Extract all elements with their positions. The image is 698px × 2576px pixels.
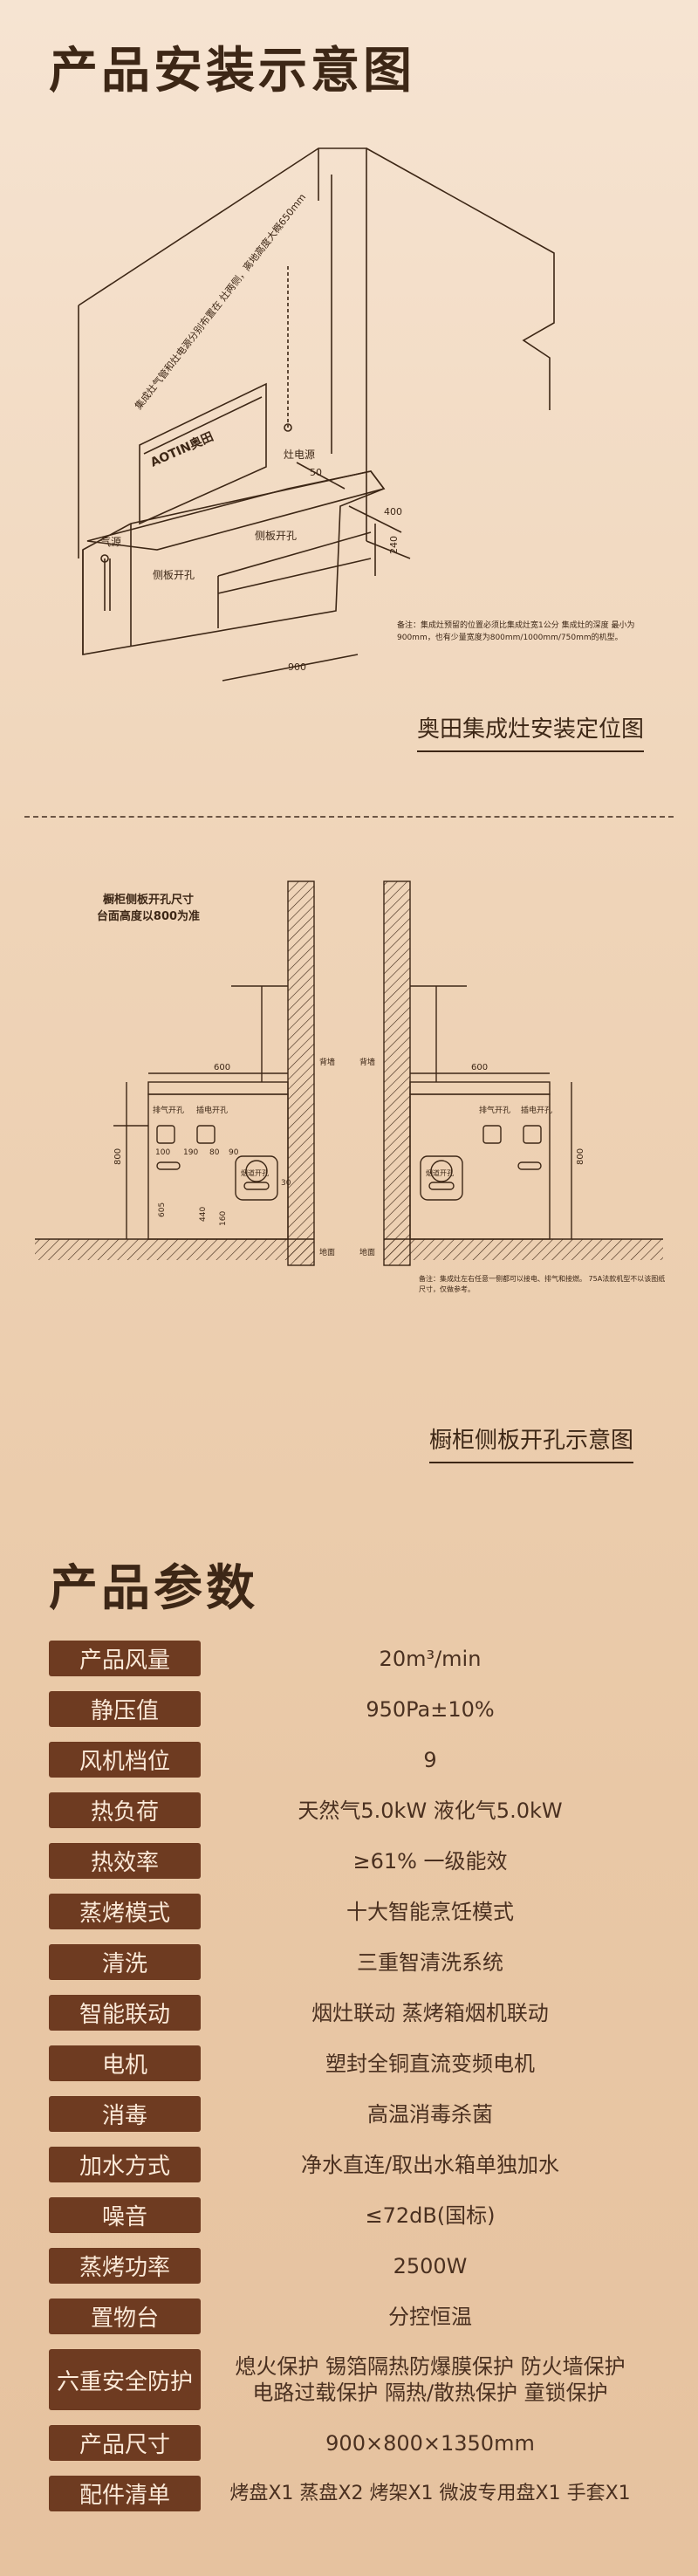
left-dim-80: 80 xyxy=(209,1148,220,1157)
param-value: 20m³/min xyxy=(379,1646,482,1671)
left-dim-600: 600 xyxy=(214,1063,230,1072)
param-label: 加水方式 xyxy=(49,2147,201,2182)
param-row: 静压值 950Pa±10% xyxy=(49,1691,660,1727)
left-dim-100: 100 xyxy=(155,1148,170,1157)
param-label: 风机档位 xyxy=(49,1742,201,1778)
param-label: 蒸烤模式 xyxy=(49,1894,201,1929)
param-row: 六重安全防护熄火保护 锡箔隔热防爆膜保护 防火墙保护电路过载保护 隔热/散热保护… xyxy=(49,2349,660,2410)
param-row: 电机 塑封全铜直流变频电机 xyxy=(49,2045,660,2081)
param-value: ≤72dB(国标) xyxy=(365,2203,496,2228)
right-smoke-hole: 烟道开孔 xyxy=(426,1168,454,1177)
param-value-line1: 熄火保护 锡箔隔热防爆膜保护 防火墙保护 xyxy=(235,2354,626,2379)
label-side-hole-left: 侧板开孔 xyxy=(153,569,195,581)
left-dim-190: 190 xyxy=(183,1148,198,1157)
right-dim-800: 800 xyxy=(576,1148,585,1165)
param-label: 产品风量 xyxy=(49,1641,201,1676)
right-floor: 地面 xyxy=(359,1247,375,1257)
param-value: 9 xyxy=(423,1747,437,1772)
param-value: 十大智能烹饪模式 xyxy=(346,1899,514,1924)
param-row: 清洗 三重智清洗系统 xyxy=(49,1944,660,1980)
param-row: 热负荷 天然气5.0kW 液化气5.0kW xyxy=(49,1792,660,1828)
param-row: 产品尺寸 900×800×1350mm xyxy=(49,2425,660,2461)
param-value: 2500W xyxy=(393,2253,468,2278)
param-label: 静压值 xyxy=(49,1691,201,1727)
heading-line1: 橱柜侧板开孔尺寸 xyxy=(103,893,194,907)
param-label: 配件清单 xyxy=(49,2476,201,2511)
param-label: 产品尺寸 xyxy=(49,2425,201,2461)
param-value: 三重智清洗系统 xyxy=(357,1949,503,1975)
left-smoke-hole: 烟道开孔 xyxy=(241,1168,269,1177)
right-dim-600: 600 xyxy=(471,1063,488,1072)
param-label: 六重安全防护 xyxy=(49,2349,201,2410)
param-row: 热效率 ≥61% 一级能效 xyxy=(49,1843,660,1879)
right-back-wall: 背墙 xyxy=(359,1057,375,1067)
label-socket-note: 集成灶气管和灶电源分别布置在 灶两侧，离地高度大概650mm xyxy=(132,191,308,412)
param-label: 清洗 xyxy=(49,1944,201,1980)
label-stove-power: 灶电源 xyxy=(284,449,315,461)
param-label: 智能联动 xyxy=(49,1995,201,2031)
param-value: 烟灶联动 蒸烤箱烟机联动 xyxy=(311,2000,549,2025)
section-divider xyxy=(24,816,674,818)
right-exhaust-hole: 排气开孔 xyxy=(479,1105,510,1115)
side-panel-diagram: 橱柜侧板开孔尺寸 台面高度以800为准 600 排气开孔 插电开孔 100 19… xyxy=(35,880,666,1293)
param-label: 电机 xyxy=(49,2045,201,2081)
left-back-wall: 背墙 xyxy=(319,1057,335,1067)
dim-50: 50 xyxy=(310,467,322,478)
side-panel-note: 备注：集成灶左右任意一侧都可以接电、排气和接燃。 75A法款机型不以该图纸尺寸，… xyxy=(419,1275,666,1293)
param-row: 配件清单 烤盘X1 蒸盘X2 烤架X1 微波专用盘X1 手套X1 xyxy=(49,2476,660,2511)
caption-install: 奥田集成灶安装定位图 xyxy=(417,711,645,752)
param-value: 分控恒温 xyxy=(388,2304,472,2329)
param-value: 900×800×1350mm xyxy=(325,2430,535,2456)
param-value: 高温消毒杀菌 xyxy=(367,2101,493,2127)
param-value: 天然气5.0kW 液化气5.0kW xyxy=(298,1798,563,1823)
dim-240: 240 xyxy=(388,536,400,554)
param-row: 置物台 分控恒温 xyxy=(49,2299,660,2334)
param-row: 风机档位 9 xyxy=(49,1742,660,1778)
left-floor: 地面 xyxy=(319,1247,335,1257)
left-dim-440: 440 xyxy=(199,1207,208,1222)
param-value: 净水直连/取出水箱单独加水 xyxy=(300,2152,560,2177)
install-note: 备注：集成灶预留的位置必须比集成灶宽1公分 集成灶的深度 最小为900mm，也有… xyxy=(397,621,635,642)
install-diagram: AOTIN奥田 集成灶气管和灶电源分别布置在 灶两侧，离地高度大概650mm 气… xyxy=(78,147,635,682)
dim-900: 900 xyxy=(288,661,306,673)
section-title-params: 产品参数 xyxy=(49,1559,258,1617)
param-label: 置物台 xyxy=(49,2299,201,2334)
param-value-line2: 电路过载保护 隔热/散热保护 童锁保护 xyxy=(252,2381,608,2405)
caption-side-panel: 橱柜侧板开孔示意图 xyxy=(429,1422,634,1463)
param-label: 消毒 xyxy=(49,2096,201,2132)
param-row: 智能联动 烟灶联动 蒸烤箱烟机联动 xyxy=(49,1995,660,2031)
param-value: 熄火保护 锡箔隔热防爆膜保护 防火墙保护电路过载保护 隔热/散热保护 童锁保护 xyxy=(201,2353,660,2406)
param-value: 950Pa±10% xyxy=(366,1696,495,1722)
label-side-hole-right: 侧板开孔 xyxy=(255,530,297,542)
label-gas-source: 气源 xyxy=(100,535,121,548)
param-label: 热效率 xyxy=(49,1843,201,1879)
param-row: 消毒 高温消毒杀菌 xyxy=(49,2096,660,2132)
param-label: 噪音 xyxy=(49,2197,201,2233)
heading-line2: 台面高度以800为准 xyxy=(97,909,200,923)
left-dim-160: 160 xyxy=(219,1211,228,1226)
param-row: 蒸烤功率 2500W xyxy=(49,2248,660,2284)
param-row: 蒸烤模式 十大智能烹饪模式 xyxy=(49,1894,660,1929)
param-row: 产品风量 20m³/min xyxy=(49,1641,660,1676)
param-row: 噪音 ≤72dB(国标) xyxy=(49,2197,660,2233)
section-title-install: 产品安装示意图 xyxy=(49,42,415,99)
param-label: 热负荷 xyxy=(49,1792,201,1828)
param-row: 加水方式 净水直连/取出水箱单独加水 xyxy=(49,2147,660,2182)
param-value: 塑封全铜直流变频电机 xyxy=(325,2051,535,2076)
left-dim-800: 800 xyxy=(113,1148,123,1165)
right-power-hole: 插电开孔 xyxy=(521,1105,552,1115)
left-dim-605: 605 xyxy=(158,1202,167,1217)
params-table: 产品风量 20m³/min 静压值 950Pa±10% 风机档位 9 热负荷 天然气5.… xyxy=(49,1641,660,2526)
param-label: 蒸烤功率 xyxy=(49,2248,201,2284)
param-value: ≥61% 一级能效 xyxy=(352,1848,508,1874)
param-value: 烤盘X1 蒸盘X2 烤架X1 微波专用盘X1 手套X1 xyxy=(229,2482,631,2504)
dim-400: 400 xyxy=(384,506,402,517)
left-power-hole: 插电开孔 xyxy=(196,1105,228,1115)
left-dim-90: 90 xyxy=(229,1148,239,1157)
left-dim-30: 30 xyxy=(281,1179,291,1188)
left-exhaust-hole: 排气开孔 xyxy=(153,1105,184,1115)
